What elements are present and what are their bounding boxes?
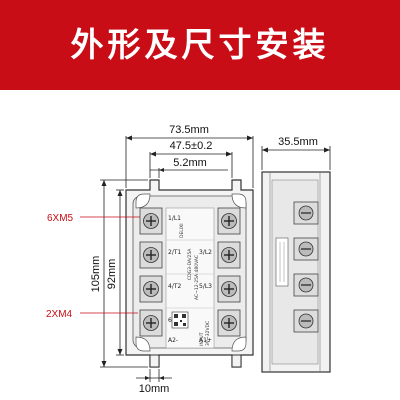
input-title: INPUT [199,332,205,346]
dim-body-height: 92mm [106,259,118,290]
callout-screw-bottom: 2XM4 [46,309,73,320]
terminal-label-a2: A2- [168,337,178,344]
model-text: CDG3-DA/25A [187,248,193,280]
title-banner [0,0,400,90]
terminal-label-1-l1: 1/L1 [168,215,181,222]
spec-text: AC~12-25A 480VAC [194,255,200,300]
dim-bottom-slot: 10mm [139,383,170,395]
dim-overall-width: 73.5mm [169,124,209,136]
dimension-lines [100,136,331,382]
dimension-arrows [101,135,330,380]
terminal-label-4-t2: 4/T2 [168,283,182,290]
terminal-column-left [139,207,163,337]
terminal-label-5-l3: 5/L3 [199,283,212,290]
terminal-label-3-l2: 3/L2 [199,249,212,256]
brand-text: DELIXI [179,223,185,238]
terminal-column-right [217,207,241,337]
terminal-label-a1: A1+ [199,337,212,344]
side-label-panel [275,237,289,287]
page-title: 外形及尺寸安装 [70,25,330,64]
dim-hole-spacing: 47.5±0.2 [170,140,213,152]
terminal-label-2-t1: 2/T1 [168,249,182,256]
dim-depth: 35.5mm [278,136,318,148]
side-terminal-screws [293,201,319,333]
dim-overall-height: 105mm [90,256,102,293]
relay-side-view [261,171,331,373]
dimension-diagram: 1/L1 2/T1 4/T2 6/T3 A2- 3/L2 5/L3 A1+ DE… [46,124,331,395]
input-value: 3V~32VDC [205,321,211,346]
dim-slot-offset: 5.2mm [173,157,207,169]
relay-front-view: 1/L1 2/T1 4/T2 6/T3 A2- 3/L2 5/L3 A1+ DE… [125,179,254,368]
callout-screw-top: 6XM5 [47,213,74,224]
